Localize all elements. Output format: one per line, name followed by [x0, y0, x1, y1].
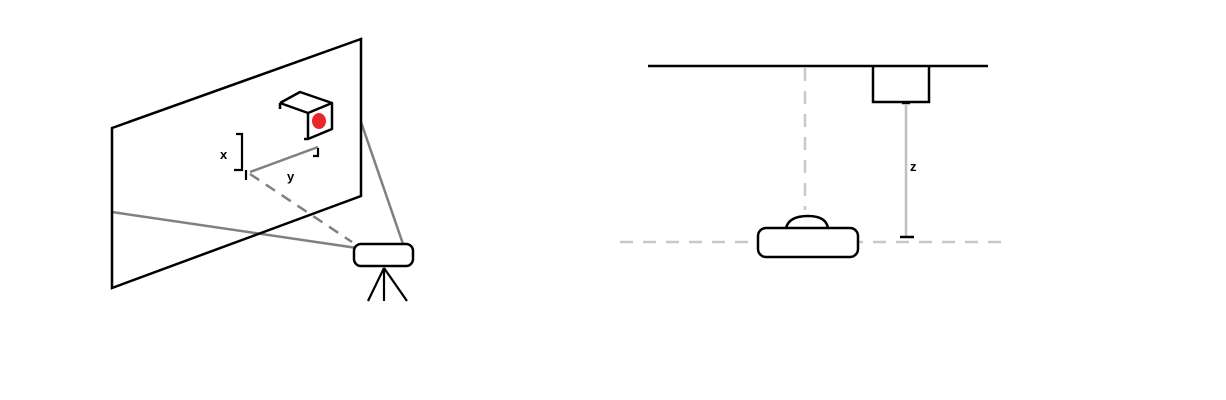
ceiling-box [871, 66, 931, 104]
projector-tripod [352, 242, 415, 302]
projector-side-body [756, 226, 860, 259]
y-measure-line [249, 145, 319, 174]
ray-left-edge [111, 210, 358, 250]
label-x: x [220, 147, 228, 162]
y-end-tick [313, 148, 320, 158]
label-z: z [910, 159, 917, 174]
sight-line-dashed [249, 172, 353, 244]
label-y: y [287, 169, 295, 184]
target-box-outline [278, 90, 334, 141]
tripod-leg-right [383, 267, 408, 302]
wall-panel [110, 37, 363, 290]
side-view: z [620, 64, 1008, 259]
perspective-view: x y [110, 37, 415, 302]
x-bracket [234, 132, 248, 180]
projector-side [756, 214, 860, 259]
projector-body [352, 242, 415, 268]
tripod-leg-left [367, 267, 385, 302]
ray-top-right-corner [359, 121, 405, 245]
projector-lens-bump [784, 214, 830, 229]
red-marker [312, 113, 326, 129]
target-box [278, 90, 334, 141]
